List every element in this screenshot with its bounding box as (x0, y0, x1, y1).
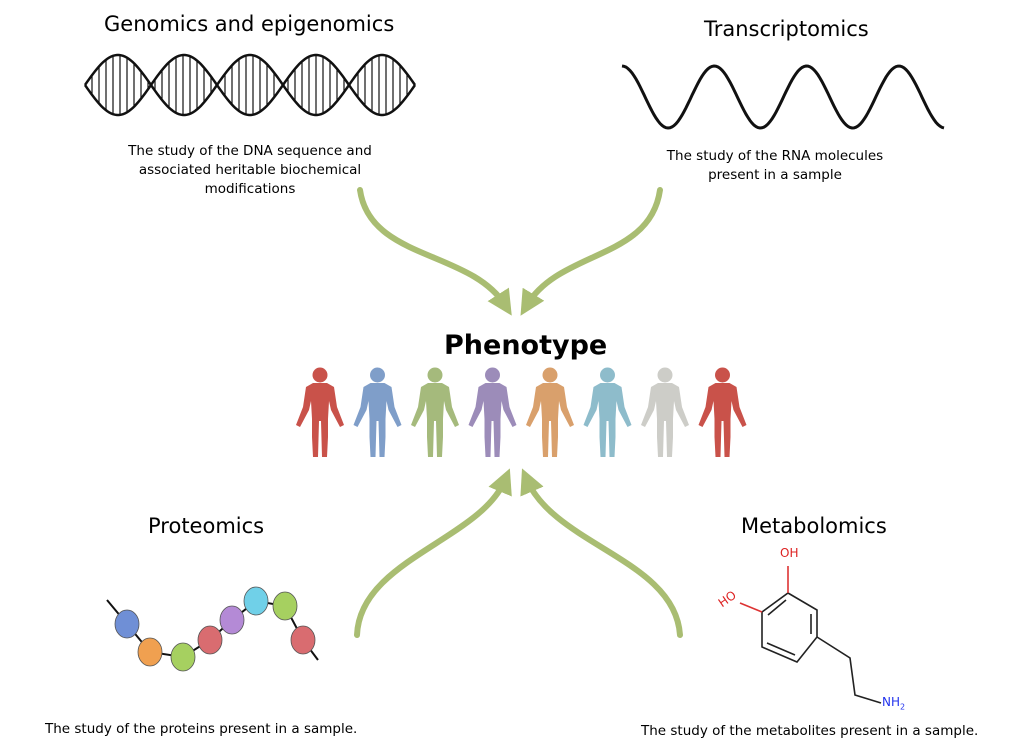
arrow-metabolomics (520, 468, 683, 638)
transcriptomics-desc-line: The study of the RNA molecules (666, 148, 884, 164)
amino-acid-bead (197, 625, 223, 655)
proteomics-description: The study of the proteins present in a s… (45, 721, 358, 737)
arrow-proteomics (354, 468, 512, 638)
genomics-desc-line: associated heritable biochemical (138, 162, 362, 178)
amino-acid-bead (114, 609, 140, 639)
human-figure-icon (526, 367, 574, 457)
human-figure-icon (296, 367, 344, 457)
protein-chain-icon (106, 586, 319, 672)
phenotype-figures (296, 367, 747, 457)
dopamine-molecule-icon (739, 566, 882, 704)
amino-acid-bead (219, 605, 245, 635)
amino-acid-bead (137, 637, 163, 667)
amino-acid-bead (170, 642, 196, 672)
genomics-desc-line: modifications (204, 181, 296, 197)
phenotype-title: Phenotype (444, 330, 608, 361)
arrow-transcriptomics (520, 187, 663, 316)
human-figure-icon (411, 367, 459, 457)
arrow-genomics (357, 187, 512, 316)
genomics-title: Genomics and epigenomics (104, 12, 395, 36)
amine-text: NH (882, 695, 900, 709)
amino-acid-bead (272, 591, 298, 621)
hydroxyl-label-top: OH (780, 546, 799, 560)
genomics-desc-line: The study of the DNA sequence and (128, 143, 372, 159)
human-figure-icon (583, 367, 632, 457)
dna-helix-icon (83, 53, 417, 117)
metabolomics-title: Metabolomics (741, 514, 887, 538)
amine-subscript: 2 (900, 702, 906, 712)
amino-acid-bead (243, 586, 269, 616)
genomics-description: The study of the DNA sequence and associ… (100, 142, 400, 199)
rna-wave-icon (621, 64, 945, 130)
amine-label: NH2 (882, 695, 905, 711)
metabolomics-description: The study of the metabolites present in … (641, 723, 979, 739)
proteomics-title: Proteomics (148, 514, 265, 538)
amino-acid-bead (290, 625, 316, 655)
transcriptomics-description: The study of the RNA molecules present i… (645, 147, 905, 185)
human-figure-icon (468, 367, 517, 457)
transcriptomics-title: Transcriptomics (704, 17, 869, 41)
human-figure-icon (641, 367, 689, 457)
transcriptomics-desc-line: present in a sample (708, 167, 842, 183)
human-figure-icon (698, 367, 747, 457)
human-figure-icon (353, 367, 402, 457)
